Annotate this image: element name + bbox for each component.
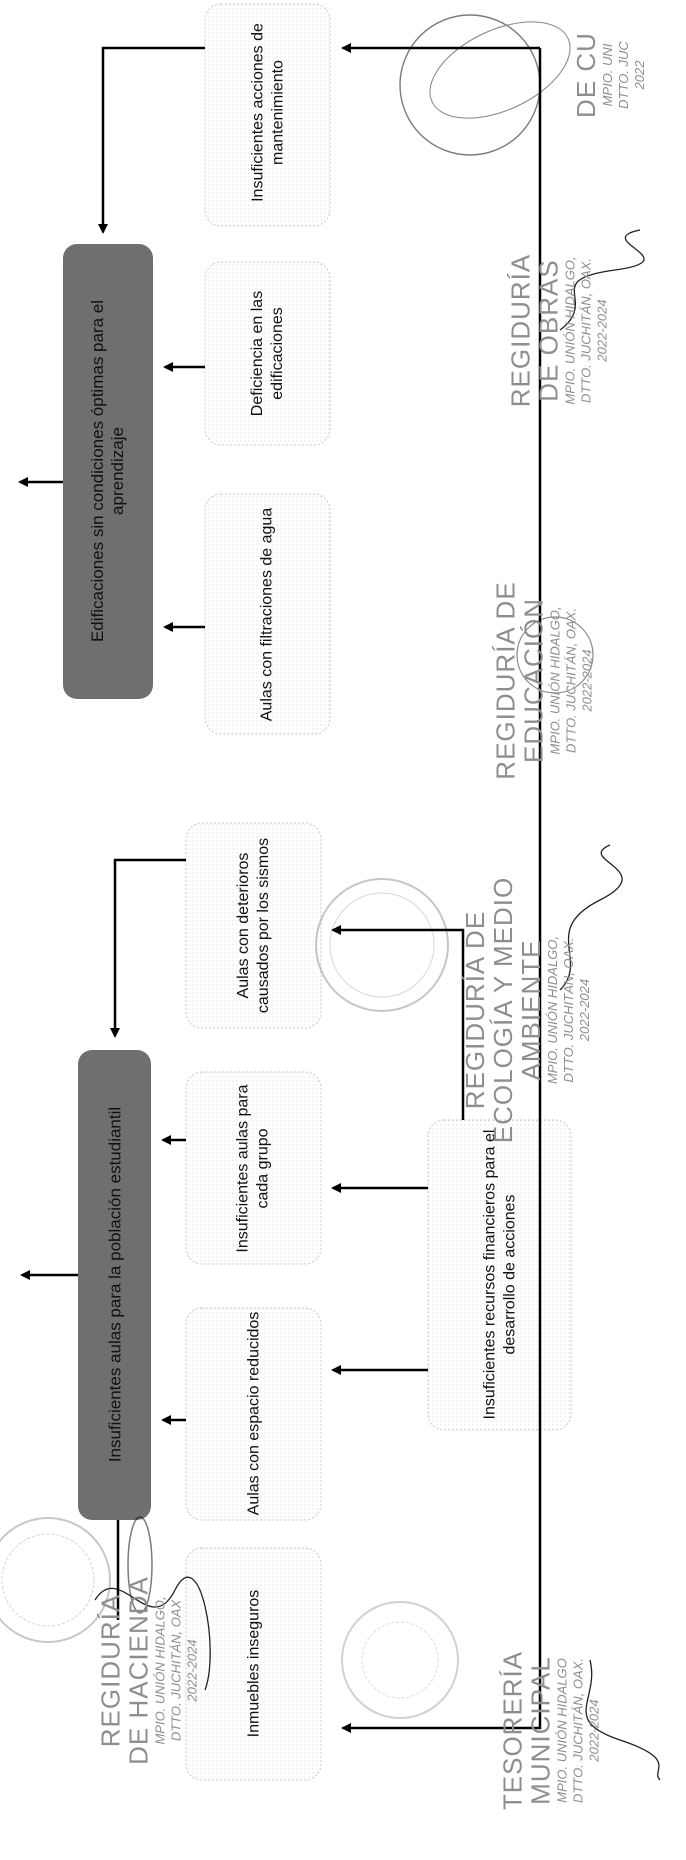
stamp-line: DE OBRAS [532,258,563,402]
stamp-circle-tesoreria [341,1601,459,1719]
cause-box-c3 [204,493,331,735]
stamp-line: 2022-2024 [183,1638,199,1702]
stamp-line: DE CU [571,32,601,118]
stamp-circle-ecologia [315,878,449,1012]
stamp-line: DTTO. JUCHITÁN, OAX. [569,1657,585,1803]
stamp-line: MPIO. UNIÓN HIDALGO, [561,255,577,405]
connector-c4-e2 [110,858,186,1038]
stamp-line: 2022-2024 [577,978,592,1042]
stamp-line: 2022-2024 [593,298,609,362]
stamp-line: DTTO. JUC [616,41,631,109]
stamp-line: REGIDURÍA [94,1593,125,1747]
stamp-line: EDUCACIÓN [517,597,548,763]
stamp-line: MPIO. UNIÓN HIDALGO, [151,1595,167,1745]
cause-box-c5 [185,1071,322,1265]
cause-box-c7 [185,1547,322,1781]
cause-c8-label: Insuficientes recursos financieros para … [481,1129,518,1420]
cause-box-c1 [204,3,331,227]
connector-trunk-c7 [341,1568,542,1733]
stamp-line: MPIO. UNI [600,43,615,107]
stamp-line: 2022 [632,60,647,90]
stamp-line: DE HACIENDA [122,1575,153,1765]
diagram-svg [0,3,661,1781]
stamp-line: DTTO. JUCHITÁN, OAX. [562,607,578,753]
cause-c4-label: Aulas con deterioros causados por los si… [234,837,272,1014]
stamp-line: DTTO. JUCHITÁN, OAX. [577,257,593,403]
cause-c6-label: Aulas con espacio reducidos [245,1311,262,1516]
stamp-line: REGIDURÍA DE [460,910,490,1110]
stamp-line: MPIO. UNIÓN HIDALGO [553,1657,569,1803]
cause-box-c8 [427,1119,572,1431]
stamp-circle-educacion [516,616,594,694]
cause-c1-label: Insuficientes acciones de mantenimiento [249,23,286,202]
problem-tree-diagram: Insuficientes acciones de mantenimiento … [0,0,680,1810]
stamp-line: REGIDURÍA DE [489,580,520,780]
stamp-line: MPIO. UNIÓN HIDALGO, [546,605,562,755]
cause-box-c2 [204,261,331,446]
signature-ecologia [559,844,623,991]
signature-hacienda [94,1576,211,1691]
cause-c5-label: Insuficientes aulas para cada grupo [234,1084,271,1253]
stamp-line: DTTO. JUCHITÁN, OAX. [561,937,576,1083]
signature-obras [559,229,645,331]
connector-c8-c4 [331,925,465,1120]
stamp-line: AMBIENTE [516,939,546,1081]
stamp-circle-top-left [0,1516,153,1643]
effect-e2-label: Insuficientes aulas para la población es… [105,1106,124,1463]
cause-c3-label: Aulas con filtraciones de agua [258,507,275,722]
stamp-line: 2022-2024 [585,1698,601,1762]
signature-tesoreria [585,1659,661,1781]
cause-box-c6 [185,1307,322,1521]
stamp-line: 2022-2024 [578,648,594,712]
stamp-line: DTTO. JUCHITÁN, OAX [167,1599,183,1741]
cause-box-c4 [185,822,322,1029]
cause-c2-label: Deficiencia en las edificaciones [248,290,286,417]
stamp-line: ECOLOGÍA Y MEDIO [488,876,518,1144]
effect-box-e2 [78,1050,151,1520]
connector-c1-e1 [98,46,205,234]
effect-e1-label: Edificaciones sin condiciones óptimas pa… [88,299,127,643]
stamp-line: MPIO. UNIÓN HIDALGO, [545,935,560,1085]
stamp-line: MUNICIPAL [524,1655,555,1805]
effect-box-e1 [63,244,153,699]
stamp-line: TESORERÍA [496,1650,527,1810]
stamp-line: REGIDURÍA [504,253,535,407]
